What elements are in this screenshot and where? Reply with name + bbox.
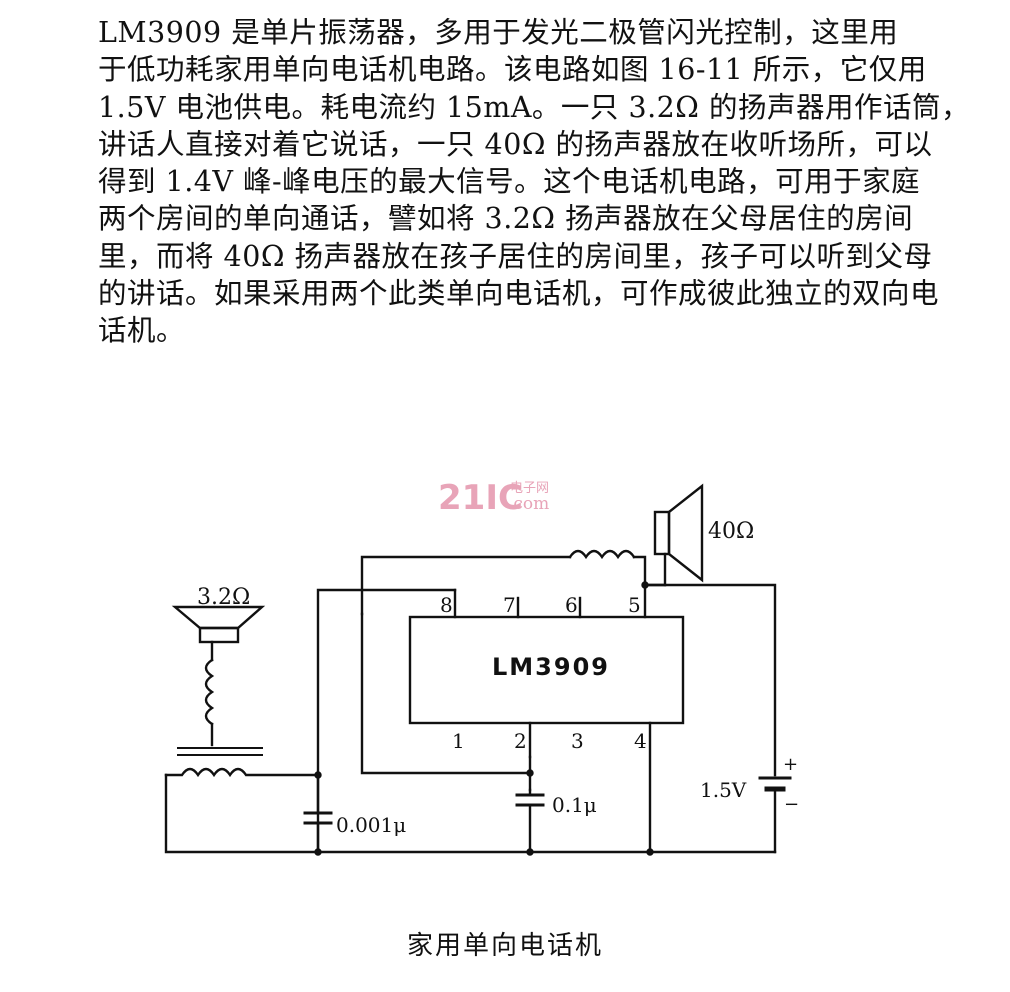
watermark-logo: 21IC 电子网 .com xyxy=(438,478,549,518)
pin-8-wire xyxy=(316,588,457,854)
battery-label: 1.5V xyxy=(700,778,747,802)
speaker-mic-cone xyxy=(171,605,266,630)
speaker-40-magnet xyxy=(653,510,671,556)
cap-01-label: 0.1μ xyxy=(552,793,597,817)
pin-2-label: 2 xyxy=(514,729,527,753)
speaker-40-cone xyxy=(667,483,704,583)
speaker-40-label: 40Ω xyxy=(708,519,754,544)
junction-dot xyxy=(646,848,654,856)
pin-3-label: 3 xyxy=(571,729,584,753)
junction-dot xyxy=(641,581,649,589)
secondary-return-wire xyxy=(164,773,320,854)
pin-5-label: 5 xyxy=(628,593,641,617)
paragraph-line: 里，而将 40Ω 扬声器放在孩子居住的房间里，孩子可以听到父母 xyxy=(98,239,933,273)
paragraph-line: 得到 1.4V 峰-峰电压的最大信号。这个电话机电路，可用于家庭 xyxy=(98,165,921,199)
figure-caption: 家用单向电话机 xyxy=(406,931,603,961)
ic-body xyxy=(408,615,685,725)
ic-label: LM3909 xyxy=(492,653,610,681)
paragraph-line: 话机。 xyxy=(98,314,186,348)
watermark-sub-top: 电子网 xyxy=(510,481,549,496)
watermark-sub-bottom: .com xyxy=(508,494,549,514)
battery-minus-sign: − xyxy=(784,794,799,815)
paragraph-line: 于低功耗家用单向电话机电路。该电路如图 16-11 所示，它仅用 xyxy=(98,53,927,87)
paragraph-line: 的讲话。如果采用两个此类单向电话机，可作成彼此独立的双向电 xyxy=(98,277,940,311)
output-coil-wire xyxy=(632,555,647,587)
pin-7-label: 7 xyxy=(503,593,516,617)
pin-1-label: 1 xyxy=(452,729,465,753)
junction-dot xyxy=(526,769,534,777)
paragraph-line: 讲话人直接对着它说话，一只 40Ω 的扬声器放在收听场所，可以 xyxy=(98,127,933,161)
battery-plus-sign: + xyxy=(783,754,798,775)
description-paragraph: LM3909 是单片振荡器，多用于发光二极管闪光控制，这里用 于低功耗家用单向电… xyxy=(98,14,978,350)
feedback-wire-loop xyxy=(360,612,532,775)
pin-8-label: 8 xyxy=(440,593,453,617)
cap-0001-label: 0.001μ xyxy=(336,813,406,837)
paragraph-line: 两个房间的单向通话，譬如将 3.2Ω 扬声器放在父母居住的房间 xyxy=(98,202,914,236)
paragraph-line: LM3909 是单片振荡器，多用于发光二极管闪光控制，这里用 xyxy=(98,16,899,49)
watermark-brand: 21IC xyxy=(438,478,523,518)
output-coil-inductor xyxy=(568,549,636,560)
pin-4-label: 4 xyxy=(634,729,647,753)
mic-coil-inductor xyxy=(204,658,215,726)
battery-positive-wire xyxy=(643,583,777,777)
feedback-wire-left xyxy=(360,555,572,616)
speaker-mic-magnet xyxy=(198,626,240,644)
paragraph-line: 1.5V 电池供电。耗电流约 15mA。一只 3.2Ω 的扬声器用作话筒， xyxy=(98,90,970,124)
transformer-secondary xyxy=(164,767,320,778)
pin-6-label: 6 xyxy=(565,593,578,617)
